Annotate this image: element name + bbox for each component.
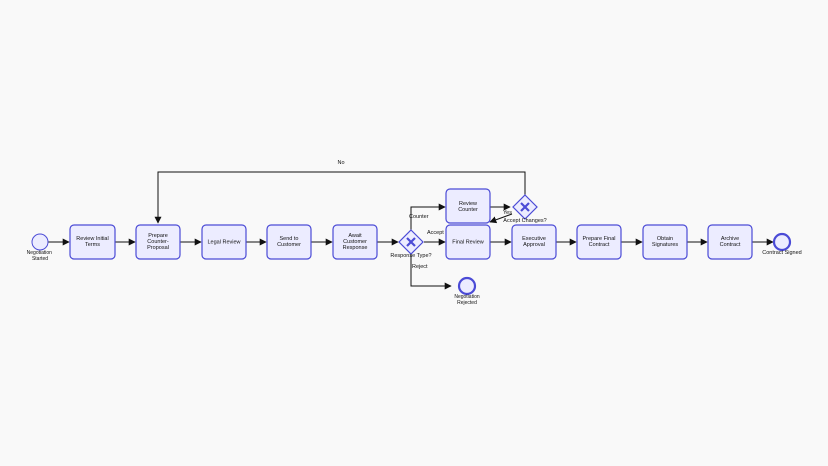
task-prepare-counter-proposal-label-line: Proposal: [147, 245, 169, 251]
task-executive-approval-label-line: Approval: [523, 242, 545, 248]
gateway-response-type[interactable]: Response Type?: [390, 229, 432, 259]
task-executive-approval-label: Executive: [522, 236, 546, 242]
task-await-customer-response-label-line: Customer: [343, 239, 367, 245]
flow-gateway-no-loop: [154, 171, 526, 224]
task-await-customer-response-label: Await: [348, 233, 362, 239]
flow-labels: No Yes Counter Accept Reject: [337, 160, 512, 270]
svg-text:Response Type?: Response Type?: [390, 253, 431, 259]
task-review-counter-label: Review: [459, 201, 477, 207]
flow-label-no: No: [337, 160, 344, 166]
end-event-negotiation-rejected-label: Negotiation: [454, 294, 480, 300]
flow-label-accept: Accept: [427, 230, 444, 236]
task-send-to-customer-label-line: Customer: [277, 242, 301, 248]
task-await-customer-response-label-line: Response: [343, 245, 368, 251]
task-final-review[interactable]: Final Review: [445, 224, 491, 260]
svg-text:Negotiation Started: Negotiation Started: [27, 250, 54, 262]
flow-gateway-yes: [489, 213, 513, 224]
flow-label-reject: Reject: [412, 264, 428, 270]
svg-text:Contract Signed: Contract Signed: [762, 250, 801, 256]
task-legal-review-label: Legal Review: [207, 240, 240, 246]
flow-label-counter: Counter: [409, 214, 429, 220]
sequence-flows: [48, 171, 774, 290]
svg-text:Accept Changes?: Accept Changes?: [503, 218, 546, 224]
task-prepare-counter-proposal-label-line: Counter-: [147, 239, 169, 245]
task-review-counter-label-line: Counter: [458, 207, 478, 213]
task-send-to-customer-label: Send to: [280, 236, 299, 242]
task-legal-review[interactable]: Legal Review: [201, 224, 247, 260]
gateway-accept-changes-label: Accept Changes?: [503, 218, 546, 224]
gateway-accept-changes[interactable]: Accept Changes?: [503, 194, 547, 224]
task-prepare-counter-proposal-label: Prepare: [148, 233, 168, 239]
task-obtain-signatures-label: Obtain: [657, 236, 673, 242]
start-event-label: Negotiation: [27, 250, 53, 256]
gateway-response-type-label: Response Type?: [390, 253, 431, 259]
end-event-contract-signed-label: Contract Signed: [762, 250, 801, 256]
start-event-label-line: Started: [32, 256, 48, 262]
task-obtain-signatures-label-line: Signatures: [652, 242, 679, 248]
end-event-contract-signed[interactable]: Contract Signed: [762, 232, 802, 256]
task-review-initial-terms-label: Review Initial: [76, 236, 108, 242]
end-event-negotiation-rejected-label-line: Rejected: [457, 300, 477, 306]
svg-text:Final Review: Final Review: [452, 240, 484, 246]
flow-label-yes: Yes: [503, 210, 512, 216]
task-prepare-final-contract-label-line: Contract: [589, 242, 610, 248]
task-archive-contract-label-line: Contract: [720, 242, 741, 248]
task-prepare-final-contract-label: Prepare Final: [582, 236, 615, 242]
svg-text:Legal Review: Legal Review: [207, 240, 240, 246]
task-review-initial-terms-label-line: Terms: [85, 242, 100, 248]
flow-gateway-reject: [410, 254, 452, 290]
task-archive-contract-label: Archive: [721, 236, 739, 242]
task-final-review-label: Final Review: [452, 240, 484, 246]
start-event[interactable]: Negotiation Started: [27, 233, 54, 262]
flow-gateway-counter: [410, 203, 446, 230]
